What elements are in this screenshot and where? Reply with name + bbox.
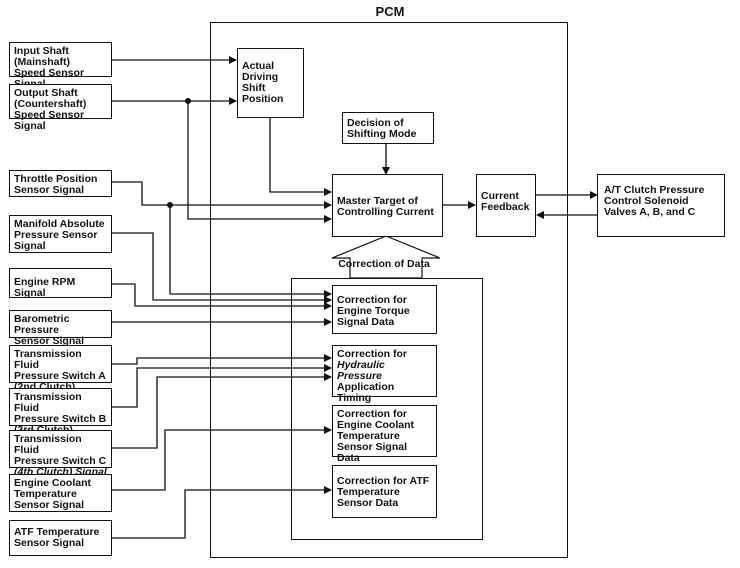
input-box-baro: Barometric Pressure Sensor Signal — [9, 310, 112, 347]
box-line: Pressure Switch C — [14, 455, 107, 467]
box-line: Speed Sensor Signal — [14, 109, 85, 132]
correction-of-data-label: Correction of Data — [338, 258, 430, 270]
input-box-rpm: Engine RPM Signal — [9, 268, 112, 299]
box-line: Signal Data — [337, 316, 395, 328]
current-feedback-box: Current Feedback — [476, 174, 536, 237]
box-line: Control Solenoid — [604, 195, 689, 207]
wire-atf — [111, 486, 332, 539]
input-box-map: Manifold Absolute Pressure Sensor Signal — [9, 215, 112, 253]
decision-shifting-mode-box: Decision of Shifting Mode — [342, 112, 434, 144]
box-line: Position — [242, 93, 284, 105]
box-line: Barometric Pressure — [14, 313, 70, 336]
box-line: Master Target of — [337, 195, 418, 207]
input-box-input-shaft: Input Shaft (Mainshaft) Speed Sensor Sig… — [9, 42, 112, 90]
box-line: (Mainshaft) — [14, 56, 70, 68]
correction-atf-box: Correction for ATF Temperature Sensor Da… — [332, 465, 437, 518]
box-line: ATF Temperature — [14, 526, 100, 538]
wire-actual-to-master — [269, 118, 332, 196]
box-line: Hydraulic Pressure — [337, 359, 385, 382]
box-line: Engine Coolant — [337, 419, 414, 431]
wire-output-shaft-drop — [187, 101, 332, 223]
input-box-output-shaft: Output Shaft (Countershaft) Speed Sensor… — [9, 84, 112, 132]
box-line: Throttle Position — [14, 173, 98, 185]
box-line: Sensor Signal — [14, 335, 85, 347]
box-line: Output Shaft — [14, 87, 78, 99]
box-line: Correction for — [337, 294, 408, 306]
box-line: Decision of — [347, 117, 404, 129]
input-box-switch-c: Transmission Fluid Pressure Switch C (4t… — [9, 430, 112, 478]
correction-frame — [291, 278, 483, 540]
solenoid-valves-box: A/T Clutch Pressure Control Solenoid Val… — [597, 174, 725, 237]
master-target-box: Master Target of Controlling Current — [332, 174, 443, 237]
pcm-title: PCM — [375, 4, 405, 19]
box-line: Correction for — [337, 408, 408, 420]
box-line: Driving — [242, 71, 279, 83]
box-line: Transmission Fluid — [14, 348, 82, 371]
box-line: Pressure Switch A — [14, 370, 106, 382]
box-line: Pressure Sensor — [14, 229, 98, 241]
wire-throttle — [111, 181, 332, 209]
junction-throttle — [167, 202, 173, 208]
correction-up-arrow — [331, 235, 441, 279]
box-line: Temperature — [337, 430, 400, 442]
input-box-coolant: Engine Coolant Temperature Sensor Signal — [9, 474, 112, 512]
box-line: Valves A, B, and C — [604, 206, 696, 218]
box-line: Feedback — [481, 201, 530, 213]
wire-rpm — [111, 283, 332, 310]
box-line: A/T Clutch Pressure — [604, 184, 705, 196]
box-line: (Countershaft) — [14, 98, 87, 110]
input-box-switch-b: Transmission Fluid Pressure Switch B (3r… — [9, 388, 112, 447]
correction-hydraulic-box: Correction for Hydraulic Pressure Applic… — [332, 345, 437, 404]
box-line: Shifting Mode — [347, 128, 417, 140]
box-line: Transmission Fluid — [14, 433, 82, 456]
box-line: Temperature — [14, 488, 77, 500]
input-box-atf: ATF Temperature Sensor Signal — [9, 520, 112, 556]
box-line: (4th Clutch) Signal — [14, 466, 107, 478]
box-line: Correction for ATF — [337, 475, 430, 487]
box-line: Controlling Current — [337, 206, 434, 218]
box-line: Shift — [242, 82, 266, 94]
box-line: Application — [337, 381, 395, 393]
box-line: Temperature — [337, 486, 400, 498]
correction-coolant-box: Correction for Engine Coolant Temperatur… — [332, 405, 437, 464]
input-box-throttle: Throttle Position Sensor Signal — [9, 170, 112, 197]
wire-coolant — [111, 426, 332, 491]
pcm-frame — [210, 22, 568, 558]
box-line: Actual — [242, 60, 275, 72]
box-line: Sensor Signal — [14, 537, 85, 549]
wire-map — [111, 232, 332, 304]
box-line: Transmission Fluid — [14, 391, 82, 414]
wire-throttle-torque — [169, 205, 332, 298]
input-box-switch-a: Transmission Fluid Pressure Switch A (2n… — [9, 345, 112, 404]
junction-output-shaft — [185, 98, 191, 104]
box-line: Correction for — [337, 348, 408, 360]
box-line: Signal — [14, 240, 46, 252]
box-line: Timing — [337, 392, 372, 404]
box-line: Sensor Signal — [14, 499, 85, 511]
wire-switch-a — [111, 354, 332, 365]
wire-switch-c — [111, 373, 332, 449]
box-line: Engine RPM Signal — [14, 276, 76, 299]
correction-torque-box: Correction for Engine Torque Signal Data — [332, 285, 437, 334]
box-line: Sensor Signal — [14, 184, 85, 196]
box-line: Engine Coolant — [14, 477, 91, 489]
box-line: Pressure Switch B — [14, 413, 107, 425]
box-line: Current — [481, 190, 519, 202]
wire-switch-b — [111, 364, 332, 408]
box-line: Sensor Signal Data — [337, 441, 408, 464]
box-line: Engine Torque — [337, 305, 410, 317]
box-line: Manifold Absolute — [14, 218, 105, 230]
actual-shift-position-box: Actual Driving Shift Position — [237, 48, 304, 118]
box-line: Sensor Data — [337, 497, 399, 509]
box-line: Input Shaft — [14, 45, 69, 57]
